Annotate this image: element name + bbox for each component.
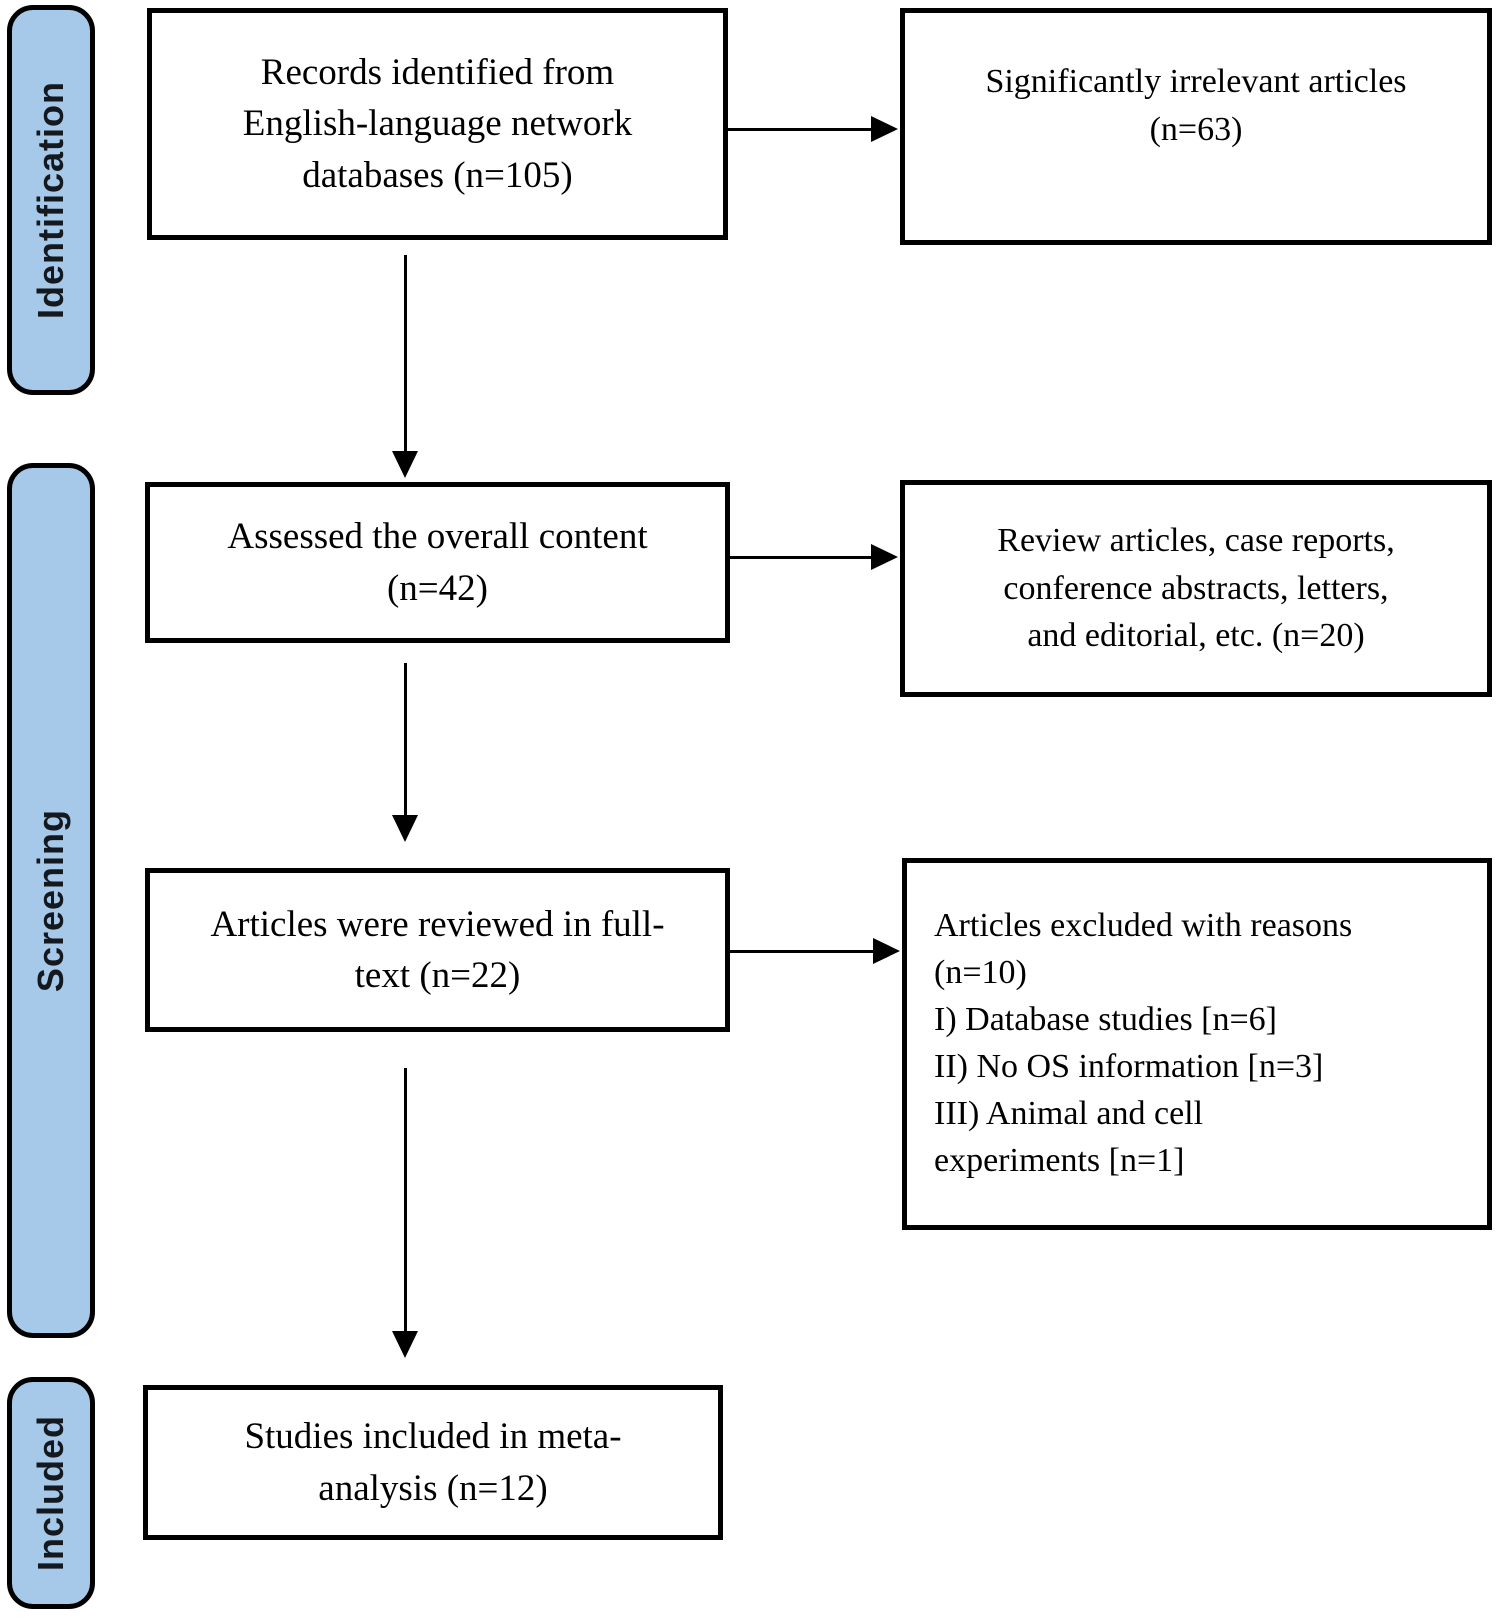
- box-studies-included: Studies included in meta- analysis (n=12…: [143, 1385, 723, 1540]
- arrow-right-head-icon: [871, 544, 898, 570]
- box-irrelevant-articles: Significantly irrelevant articles (n=63): [900, 8, 1492, 245]
- stage-label-identification: Identification: [30, 81, 71, 319]
- arrow-right-head-icon: [873, 938, 900, 964]
- arrow-down-head-icon: [392, 1331, 418, 1358]
- arrow-line: [728, 128, 874, 131]
- box-excluded-with-reasons: Articles excluded with reasons (n=10) I)…: [902, 858, 1492, 1230]
- arrow-down-head-icon: [392, 451, 418, 478]
- stage-label-included: Included: [30, 1414, 71, 1571]
- arrow-down-head-icon: [392, 815, 418, 842]
- arrow-line: [404, 255, 407, 452]
- stage-bar-identification: Identification: [7, 5, 95, 395]
- arrow-line: [404, 663, 407, 816]
- arrow-line: [730, 556, 874, 559]
- arrow-line: [730, 950, 876, 953]
- stage-bar-screening: Screening: [7, 463, 95, 1338]
- arrow-right-head-icon: [871, 116, 898, 142]
- stage-label-screening: Screening: [30, 808, 71, 993]
- box-assessed-content: Assessed the overall content (n=42): [145, 482, 730, 643]
- stage-bar-included: Included: [7, 1377, 95, 1609]
- arrow-line: [404, 1068, 407, 1332]
- box-records-identified: Records identified from English-language…: [147, 8, 728, 240]
- box-fulltext-review: Articles were reviewed in full- text (n=…: [145, 868, 730, 1032]
- box-review-articles-excluded: Review articles, case reports, conferenc…: [900, 480, 1492, 697]
